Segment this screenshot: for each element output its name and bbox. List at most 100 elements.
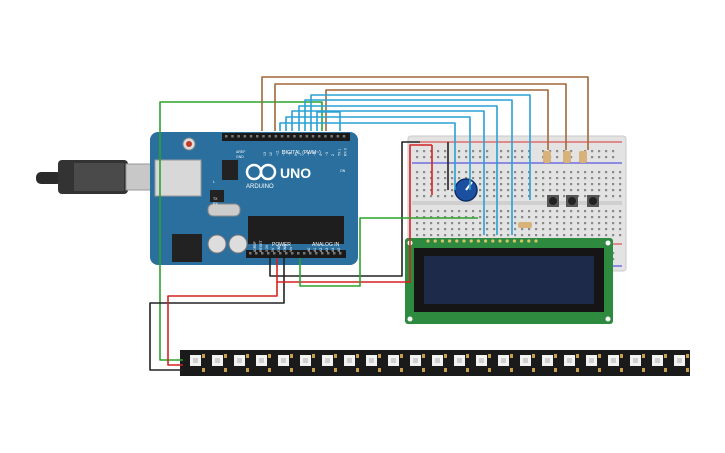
breadboard-hole (521, 216, 524, 219)
breadboard-hole (514, 177, 517, 180)
breadboard-hole (486, 234, 489, 237)
header-pin (268, 135, 271, 138)
breadboard-hole (493, 177, 496, 180)
power-pin-label: GND (283, 244, 287, 252)
breadboard-hole (437, 171, 440, 174)
breadboard-hole (458, 234, 461, 237)
analog-pin-label: A3 (325, 248, 329, 252)
breadboard-hole (577, 189, 580, 192)
breadboard-rail-hole (612, 258, 615, 261)
resistors (518, 151, 587, 228)
breadboard-hole (514, 222, 517, 225)
breadboard-hole (451, 195, 454, 198)
breadboard-hole (521, 210, 524, 213)
led-strip-pad (378, 368, 381, 372)
breadboard-hole (549, 171, 552, 174)
led-strip-pad (356, 368, 359, 372)
header-pin (287, 135, 290, 138)
breadboard-hole (542, 183, 545, 186)
lcd-pin (484, 239, 488, 243)
resistor-1 (543, 151, 551, 163)
header-pin (342, 135, 346, 138)
breadboard-hole (535, 216, 538, 219)
breadboard-hole (500, 183, 503, 186)
breadboard-hole (514, 228, 517, 231)
led-pixel-core (589, 358, 594, 363)
breadboard-hole (521, 183, 524, 186)
breadboard-rail-hole (612, 252, 615, 255)
blue-wire-7 (316, 111, 341, 131)
breadboard-rail-hole (458, 156, 461, 159)
breadboard-hole (479, 171, 482, 174)
breadboard-hole (584, 210, 587, 213)
header-pin (231, 135, 234, 138)
breadboard-hole (479, 228, 482, 231)
breadboard-hole (542, 189, 545, 192)
breadboard-hole (430, 177, 433, 180)
header-pin (249, 252, 252, 255)
breadboard-hole (472, 234, 475, 237)
breadboard-hole (451, 210, 454, 213)
lcd-pin (520, 239, 524, 243)
breadboard-hole (444, 216, 447, 219)
breadboard-hole (556, 210, 559, 213)
blue-wire-1 (279, 122, 456, 190)
led-pixel-core (193, 358, 198, 363)
power-pin-label: RESET (259, 239, 263, 252)
digital-pin-label: 12 (269, 152, 273, 156)
breadboard-hole (507, 177, 510, 180)
breadboard-hole (577, 222, 580, 225)
breadboard-hole (514, 234, 517, 237)
header-pin (330, 135, 333, 138)
header-pin (273, 252, 276, 255)
led-strip-pad (400, 354, 403, 358)
header-pin (274, 135, 278, 138)
breadboard-hole (535, 222, 538, 225)
breadboard-hole (542, 216, 545, 219)
led-strip-pad (554, 368, 557, 372)
led-pixel-core (413, 358, 418, 363)
breadboard-hole (521, 228, 524, 231)
breadboard-hole (430, 195, 433, 198)
breadboard-hole (479, 216, 482, 219)
breadboard-hole (570, 189, 573, 192)
digital-pin-label: RX 0 (344, 148, 348, 156)
header-pin (336, 135, 340, 138)
breadboard-hole (493, 183, 496, 186)
breadboard-hole (612, 189, 615, 192)
brown-wire-1 (261, 76, 589, 150)
breadboard-rail-hole (521, 156, 524, 159)
led-strip-pad (510, 354, 513, 358)
breadboard-rail-hole (430, 156, 433, 159)
breadboard-rail-hole (549, 150, 552, 153)
breadboard-rail-hole (423, 150, 426, 153)
breadboard-hole (437, 216, 440, 219)
led-strip-pixels (190, 354, 689, 372)
digital-pin-label: 4 (319, 154, 323, 156)
led-strip-pad (686, 354, 689, 358)
led-strip-pad (246, 368, 249, 372)
led-strip-pad (202, 368, 205, 372)
breadboard-hole (465, 210, 468, 213)
breadboard-hole (451, 222, 454, 225)
breadboard-hole (563, 210, 566, 213)
breadboard-rail-hole (591, 156, 594, 159)
usb-cable (36, 160, 157, 194)
lcd-mount-hole (605, 240, 611, 246)
push-button-1-cap (549, 197, 557, 205)
breadboard-hole (479, 222, 482, 225)
breadboard-hole (584, 228, 587, 231)
led-strip-pad (224, 368, 227, 372)
breadboard-rail-hole (521, 150, 524, 153)
breadboard-hole (423, 189, 426, 192)
breadboard-hole (444, 195, 447, 198)
breadboard-hole (549, 216, 552, 219)
regulator (210, 190, 224, 202)
l-led-label: L (213, 180, 215, 184)
lcd-pin (498, 239, 502, 243)
led-pixel-core (303, 358, 308, 363)
breadboard-rail-hole (563, 150, 566, 153)
breadboard-hole (416, 210, 419, 213)
breadboard-hole (556, 228, 559, 231)
breadboard-hole (507, 228, 510, 231)
